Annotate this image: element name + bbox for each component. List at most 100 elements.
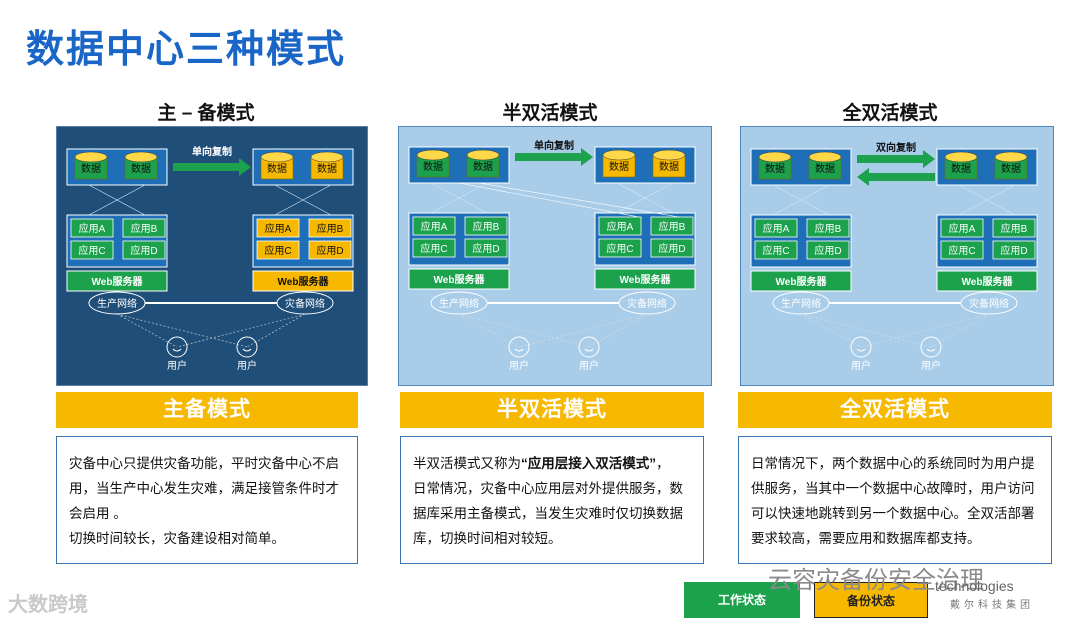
user-label: 用户: [509, 359, 529, 372]
app-label: 应用C: [948, 244, 975, 257]
web-server: [936, 270, 1038, 292]
app-label: 应用D: [472, 242, 499, 255]
arrow-label: 单向复制: [534, 139, 574, 152]
user-smile: [242, 348, 252, 352]
replication-arrow-head: [923, 150, 935, 168]
user-link: [930, 313, 990, 348]
description-semi-active: 半双活模式又称为“应用层接入双活模式”， 日常情况，灾备中心应用层对外提供服务，…: [400, 436, 704, 564]
app-label: 应用D: [316, 244, 343, 257]
dr-network-label: 灾备网络: [627, 297, 667, 310]
user-label: 用户: [921, 359, 941, 372]
user-link: [246, 313, 306, 348]
app-label: 应用D: [130, 244, 157, 257]
web-server: [408, 268, 510, 290]
banner-full-active: 全双活模式: [738, 392, 1052, 428]
app-server: [122, 240, 166, 260]
desc-line: 可以快速地跳转到另一个数据中心。全双活部署: [751, 506, 1035, 521]
description-active-standby: 灾备中心只提供灾备功能，平时灾备中心不启 用，当生产中心发生灾难，满足接管条件时…: [56, 436, 358, 564]
link-line: [772, 184, 830, 216]
arrow-label: 单向复制: [192, 145, 232, 158]
replication-arrow-head: [581, 148, 593, 166]
web-server-label: Web服务器: [92, 275, 144, 288]
database-icon-top: [808, 151, 842, 163]
cross-link: [458, 182, 640, 218]
heading-semi-active: 半双活模式: [502, 103, 598, 124]
user-link: [458, 313, 520, 348]
web-server-label: Web服务器: [776, 275, 828, 288]
user-smile: [926, 348, 936, 352]
desc-line: 日常情况下，两个数据中心的系统同时为用户提: [751, 456, 1035, 471]
database-label: 数据: [659, 160, 679, 173]
user-link: [116, 313, 248, 348]
app-server: [754, 240, 798, 260]
desc-pre: 半双活模式又称为: [413, 456, 521, 471]
replication-arrow-head: [857, 168, 869, 186]
dell-group-text: 戴尔科技集团: [950, 600, 1034, 611]
desc-line: 要求较高，需要应用和数据库都支持。: [751, 531, 981, 546]
database-icon-top: [758, 151, 792, 163]
database-icon-top: [310, 151, 344, 163]
app-server: [412, 216, 456, 236]
database-icon-top: [602, 149, 636, 161]
desc-line: 库，切换时间相对较短。: [413, 531, 562, 546]
link-line: [88, 184, 146, 216]
user-link: [800, 313, 932, 348]
web-server: [66, 270, 168, 292]
database-label: 数据: [317, 162, 337, 175]
user-icon: [166, 336, 188, 358]
link-line: [430, 182, 488, 214]
banner-active-standby: 主备模式: [56, 392, 358, 428]
user-label: 用户: [167, 359, 187, 372]
app-server: [650, 238, 694, 258]
user-icon: [920, 336, 942, 358]
app-server: [754, 218, 798, 238]
app-label: 应用D: [1000, 244, 1027, 257]
user-link: [458, 313, 590, 348]
database-label: 数据: [81, 162, 101, 175]
user-smile: [584, 348, 594, 352]
app-label: 应用B: [659, 220, 686, 233]
database-icon-top: [124, 151, 158, 163]
dr-network-label: 灾备网络: [969, 297, 1009, 310]
app-label: 应用B: [131, 222, 158, 235]
watermark-right: 云容灾备份安全治理: [768, 567, 984, 594]
user-link: [860, 313, 990, 348]
desc-line-first: 半双活模式又称为“应用层接入双活模式”，: [413, 451, 693, 476]
app-server: [940, 218, 984, 238]
legend-backup-state: 备份状态: [814, 582, 928, 618]
web-server: [252, 270, 354, 292]
desc-line: 会启用 。: [69, 506, 127, 521]
user-link: [116, 313, 178, 348]
app-label: 应用D: [814, 244, 841, 257]
cross-link: [478, 182, 680, 218]
database-label: 数据: [131, 162, 151, 175]
app-server: [70, 218, 114, 238]
app-label: 应用B: [815, 222, 842, 235]
heading-full-active: 全双活模式: [842, 103, 938, 124]
database-label: 数据: [423, 160, 443, 173]
app-server: [806, 218, 850, 238]
prod-network-label: 生产网络: [97, 297, 137, 310]
database-label: 数据: [951, 162, 971, 175]
watermark-left: 大数跨境: [8, 594, 88, 616]
user-label: 用户: [237, 359, 257, 372]
database-icon-top: [74, 151, 108, 163]
app-label: 应用A: [763, 222, 790, 235]
web-server: [750, 270, 852, 292]
web-server-label: Web服务器: [278, 275, 330, 288]
database-label: 数据: [473, 160, 493, 173]
app-label: 应用B: [473, 220, 500, 233]
app-server: [122, 218, 166, 238]
app-label: 应用C: [606, 242, 633, 255]
user-link: [518, 313, 648, 348]
desc-bold: “应用层接入双活模式”: [521, 456, 656, 471]
app-label: 应用C: [264, 244, 291, 257]
database-icon-top: [260, 151, 294, 163]
user-link: [588, 313, 648, 348]
user-icon: [850, 336, 872, 358]
app-server: [256, 218, 300, 238]
user-icon: [508, 336, 530, 358]
database-label: 数据: [609, 160, 629, 173]
